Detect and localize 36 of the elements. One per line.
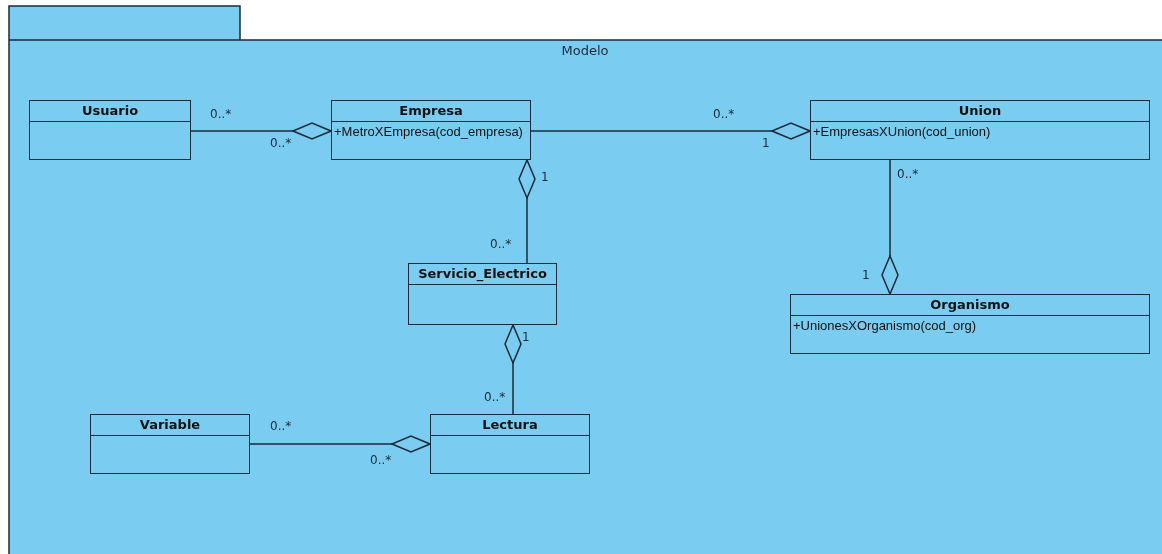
package-title: Modelo [560,43,610,58]
multiplicity-label: 0..* [713,107,735,121]
class-name: Servicio_Electrico [409,264,556,285]
multiplicity-label: 0..* [897,167,919,181]
aggregation-line [518,159,536,264]
class-box [430,414,590,474]
multiplicity-label: 1 [862,268,870,282]
class-box [408,263,557,325]
multiplicity-label: 0..* [270,419,292,433]
multiplicity-label: 0..* [490,237,512,251]
class-box [90,414,250,474]
multiplicity-label: 1 [522,330,530,344]
class-box [29,100,191,160]
class-box [810,100,1150,160]
class-name: Variable [91,415,249,436]
multiplicity-label: 0..* [270,136,292,150]
class-name: Empresa [332,101,530,122]
multiplicity-label: 1 [762,136,770,150]
class-box [790,294,1150,354]
class-name: Lectura [431,415,589,436]
operation-text: +EmpresasXUnion(cod_union) [813,124,991,139]
operation-text: +MetroXEmpresa(cod_empresa) [334,124,523,139]
aggregation-line [881,159,899,295]
aggregation-line [249,435,431,453]
multiplicity-label: 0..* [484,390,506,404]
class-name: Usuario [30,101,190,122]
multiplicity-label: 1 [541,170,549,184]
class-box [331,100,531,160]
aggregation-line [530,122,811,140]
aggregation-line [190,122,332,140]
class-name: Organismo [791,295,1149,316]
operation-text: +UnionesXOrganismo(cod_org) [793,318,977,333]
multiplicity-label: 0..* [210,107,232,121]
multiplicity-label: 0..* [370,453,392,467]
aggregation-line [504,324,522,415]
class-name: Union [811,101,1149,122]
